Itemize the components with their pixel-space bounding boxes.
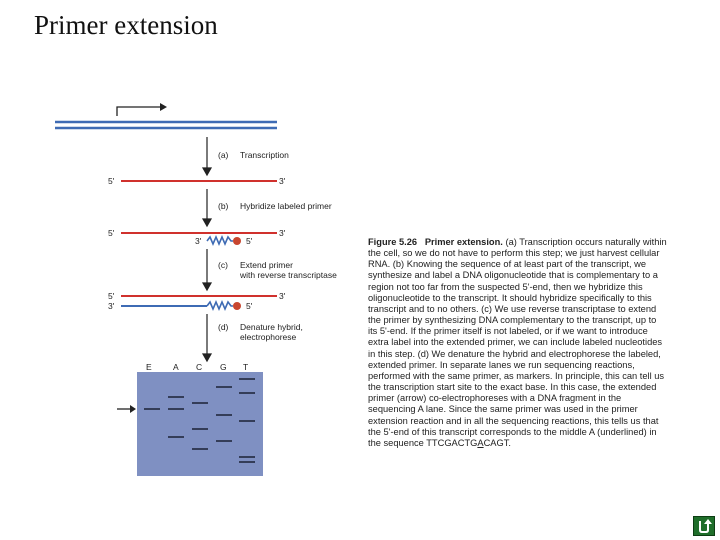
return-button[interactable] [693, 516, 715, 536]
primer-5-end-b: 5' [246, 236, 253, 246]
arrowhead [160, 103, 167, 111]
labeled-primer [206, 234, 233, 247]
lane-label-e: E [146, 362, 152, 372]
step-d-text: Denature hybrid, [240, 322, 303, 332]
transcription-start-arrow [116, 106, 160, 116]
step-b-letter: (b) [218, 201, 229, 211]
figure-caption: Figure 5.26 Primer extension. (a) Transc… [368, 237, 668, 449]
step-d-letter: (d) [218, 322, 229, 332]
rna-5-end-a: 5' [108, 176, 115, 186]
caption-body: (a) Transcription occurs naturally withi… [368, 237, 667, 448]
caption-sequence-underlined-a: A [477, 437, 484, 448]
caption-label: Figure 5.26 [368, 237, 418, 247]
caption-heading: Primer extension. [424, 237, 503, 247]
rna-3-end-c: 3' [279, 291, 286, 301]
rna-3-end-a: 3' [279, 176, 286, 186]
step-d-text-2: electrophorese [240, 332, 297, 342]
primer-label-dot-c [233, 302, 241, 310]
primer-label-dot-b [233, 237, 241, 245]
lane-label-t: T [243, 362, 248, 372]
cdna-5-end-c: 5' [246, 301, 253, 311]
primer-3-end-b: 3' [195, 236, 202, 246]
extended-primer-arrowhead [130, 405, 136, 413]
step-c-text-2: with reverse transcriptase [239, 270, 337, 280]
step-b-text: Hybridize labeled primer [240, 201, 332, 211]
step-a-letter: (a) [218, 150, 229, 160]
caption-sequence-end: CAGT. [483, 437, 511, 448]
rna-3-end-b: 3' [279, 228, 286, 238]
slide-title: Primer extension [34, 10, 218, 40]
lane-label-c: C [196, 362, 202, 372]
return-icon [699, 519, 712, 533]
sequencing-gel [137, 372, 263, 476]
rna-5-end-c: 5' [108, 291, 115, 301]
rna-5-end-b: 5' [108, 228, 115, 238]
step-c-letter: (c) [218, 260, 228, 270]
step-a-text: Transcription [240, 150, 289, 160]
lane-label-a: A [173, 362, 179, 372]
extended-primer [206, 299, 233, 312]
caption-sequence-start: TTCGACTG [426, 437, 478, 448]
step-c-text: Extend primer [240, 260, 293, 270]
lane-label-g: G [220, 362, 227, 372]
cdna-3-end-c: 3' [108, 301, 115, 311]
